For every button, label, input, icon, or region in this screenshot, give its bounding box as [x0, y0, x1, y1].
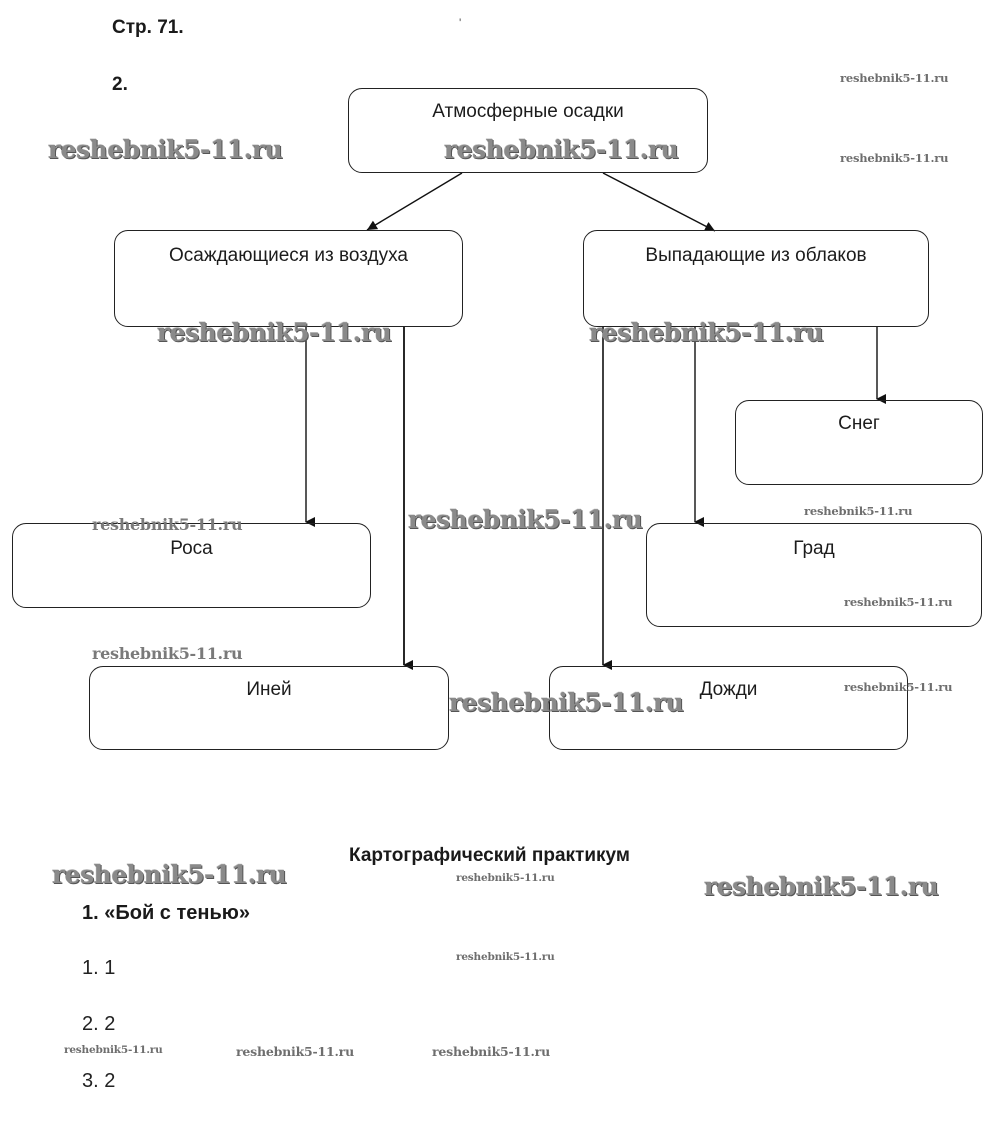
watermark: reshebnik5-11.ru: [236, 1044, 354, 1059]
node-snow: Снег: [735, 400, 983, 485]
node-label: Снег: [838, 413, 880, 434]
node-label: Атмосферные осадки: [432, 101, 624, 122]
answer-item: 2. 2: [82, 1013, 116, 1035]
watermark: reshebnik5-11.ru: [704, 872, 939, 901]
node-label: Дожди: [699, 679, 758, 700]
node-label: Град: [793, 538, 835, 559]
watermark: reshebnik5-11.ru: [589, 318, 824, 347]
watermark: reshebnik5-11.ru: [408, 505, 643, 534]
watermark: reshebnik5-11.ru: [456, 951, 555, 963]
arrow-root-to-clouds: [602, 172, 716, 232]
practicum-title: Картографический практикум: [349, 845, 630, 866]
watermark: reshebnik5-11.ru: [92, 644, 243, 663]
node-hail: Град: [646, 523, 982, 627]
arrow-root-to-air: [366, 172, 463, 231]
watermark: reshebnik5-11.ru: [64, 1044, 163, 1056]
practicum-task-title: 1. «Бой с тенью»: [82, 902, 250, 924]
node-label: Осаждающиеся из воздуха: [169, 245, 408, 266]
node-dew: Роса: [12, 523, 371, 608]
node-label: Роса: [170, 538, 213, 559]
watermark: reshebnik5-11.ru: [157, 318, 392, 347]
watermark: reshebnik5-11.ru: [92, 515, 243, 534]
watermark: reshebnik5-11.ru: [844, 680, 953, 694]
watermark: reshebnik5-11.ru: [432, 1044, 550, 1059]
node-label: Иней: [246, 679, 292, 700]
node-rain: Дожди: [549, 666, 908, 750]
watermark: reshebnik5-11.ru: [456, 872, 555, 884]
answer-item: 1. 1: [82, 957, 116, 979]
watermark: reshebnik5-11.ru: [449, 688, 684, 717]
node-deposited-from-air: Осаждающиеся из воздуха: [114, 230, 463, 327]
page-label: Стр. 71.: [112, 17, 184, 38]
watermark: reshebnik5-11.ru: [444, 135, 679, 164]
node-frost: Иней: [89, 666, 449, 750]
watermark: reshebnik5-11.ru: [804, 504, 913, 518]
tick-mark: ': [459, 16, 462, 30]
node-atmospheric-precipitation: Атмосферные осадки: [348, 88, 708, 173]
watermark: reshebnik5-11.ru: [840, 151, 949, 165]
watermark: reshebnik5-11.ru: [840, 71, 949, 85]
node-falling-from-clouds: Выпадающие из облаков: [583, 230, 929, 327]
node-label: Выпадающие из облаков: [645, 245, 867, 266]
watermark: reshebnik5-11.ru: [48, 135, 283, 164]
watermark: reshebnik5-11.ru: [52, 860, 287, 889]
task-number: 2.: [112, 74, 128, 95]
watermark: reshebnik5-11.ru: [844, 595, 953, 609]
answer-item: 3. 2: [82, 1070, 116, 1092]
